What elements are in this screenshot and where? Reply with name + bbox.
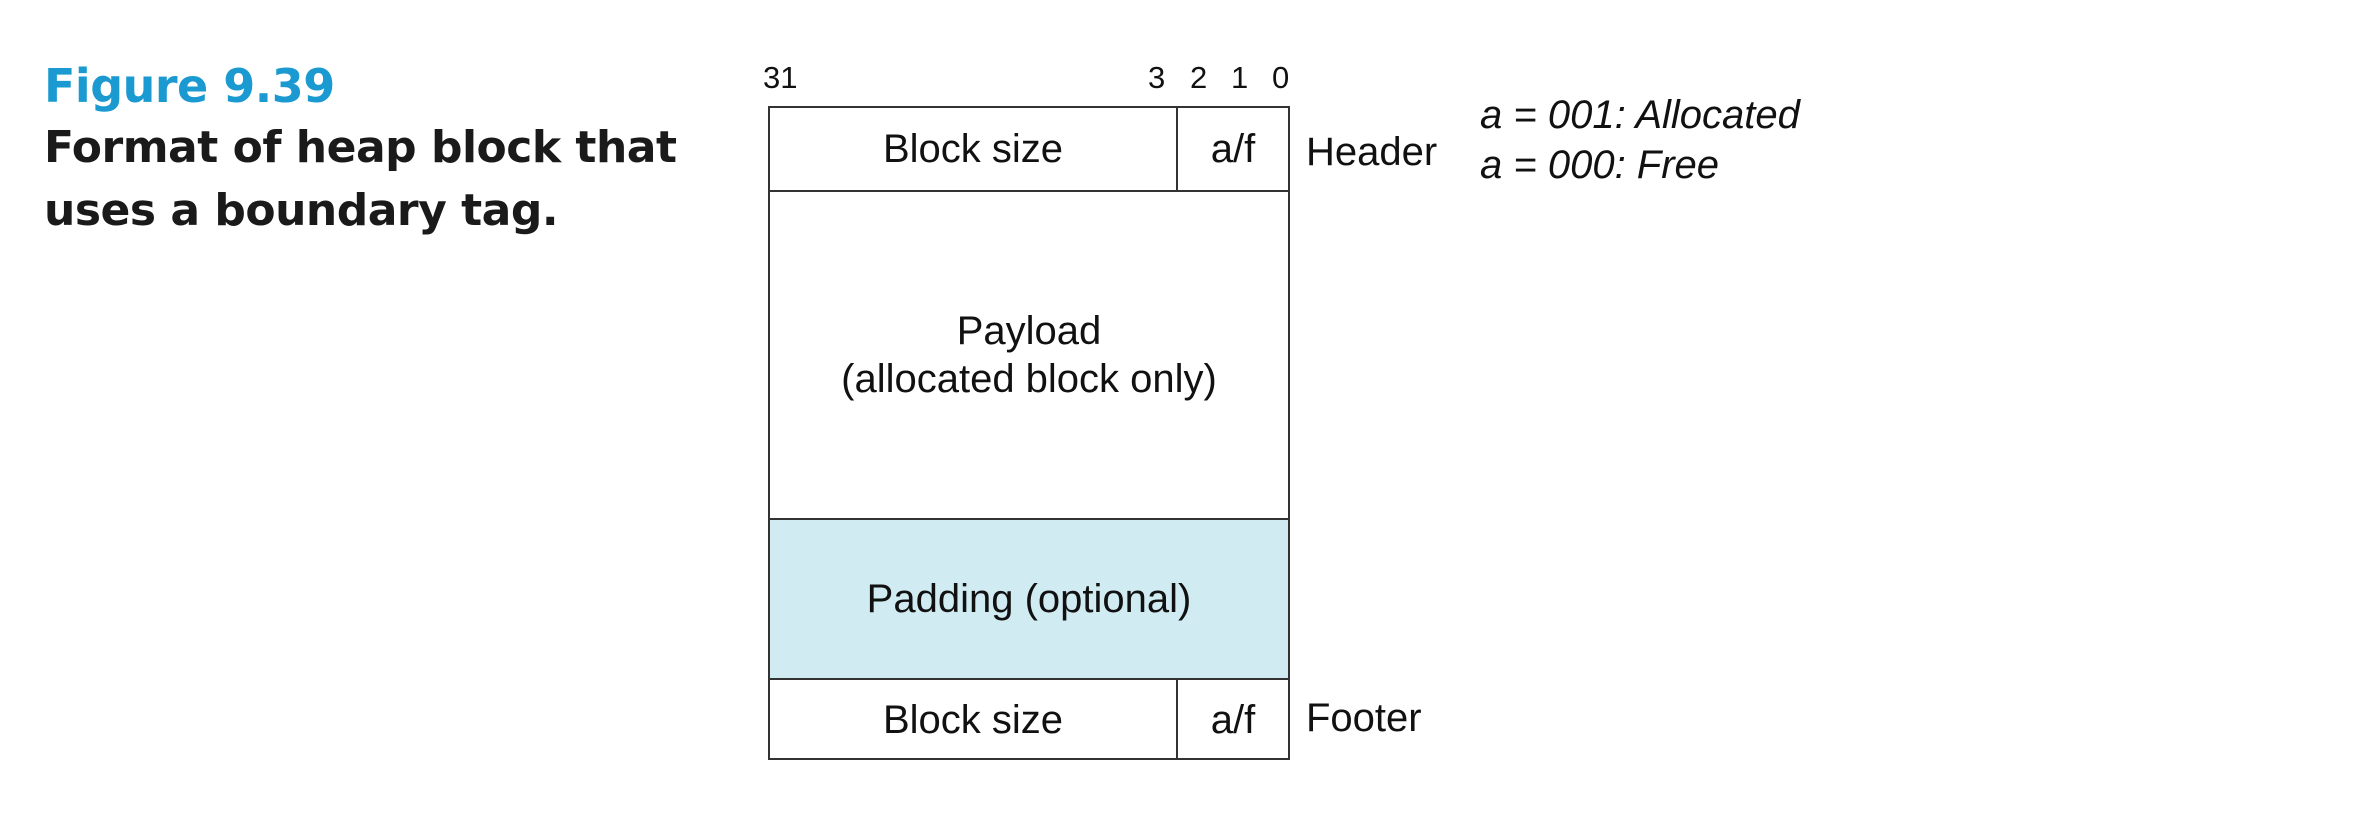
legend-free: a = 000: Free (1480, 143, 1720, 187)
figure-caption: Figure 9.39 Format of heap block that us… (44, 56, 684, 242)
payload-row: Payload (allocated block only) (770, 192, 1288, 520)
bit-label-3: 3 (1148, 60, 1166, 95)
header-flags: a/f (1210, 126, 1256, 171)
footer-side-label: Footer (1306, 696, 1422, 740)
header-side-label: Header (1306, 130, 1438, 174)
payload-label: Payload (956, 309, 1102, 353)
heap-block-diagram: Block size a/f Payload (allocated block … (768, 106, 1290, 760)
figure-number: Figure 9.39 (44, 59, 335, 113)
bit-label-1: 1 (1231, 60, 1249, 95)
padding-label: Padding (optional) (866, 576, 1192, 621)
bit-label-0: 0 (1272, 60, 1290, 95)
header-block-size: Block size (770, 108, 1178, 190)
legend-allocated: a = 001: Allocated (1480, 93, 1800, 137)
footer-block-size: Block size (770, 680, 1178, 760)
flag-legend: a = 001: Allocated a = 000: Free (1480, 90, 1800, 190)
figure-title-line-2: uses a boundary tag. (44, 185, 559, 236)
bit-label-31: 31 (763, 60, 798, 95)
figure-title-line-1: Format of heap block that (44, 122, 677, 173)
footer-flags: a/f (1210, 697, 1256, 742)
footer-row: Block size a/f (770, 680, 1288, 760)
header-row: Block size a/f (770, 108, 1288, 192)
padding-row: Padding (optional) (770, 520, 1288, 680)
payload-note: (allocated block only) (841, 357, 1217, 401)
bit-label-2: 2 (1190, 60, 1208, 95)
